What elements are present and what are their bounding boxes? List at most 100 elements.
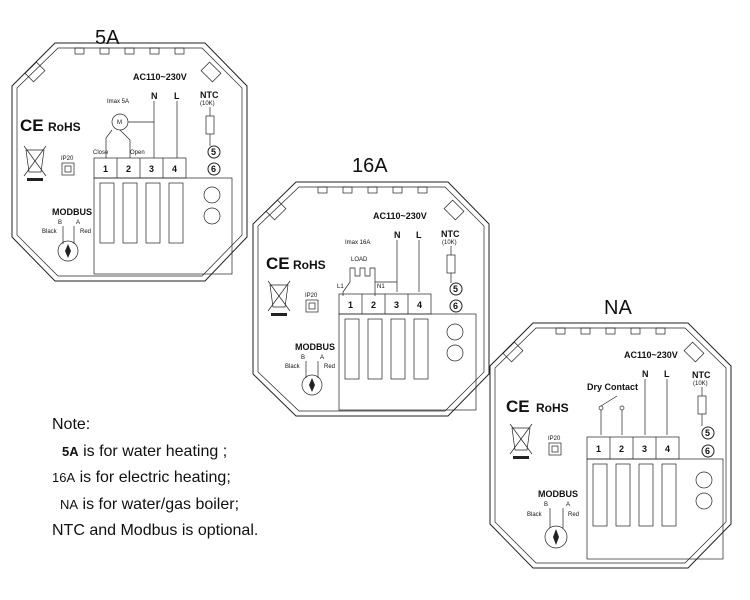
load-heater-icon	[349, 267, 376, 282]
svg-text:1: 1	[348, 300, 353, 310]
svg-text:6: 6	[453, 301, 458, 311]
ce-mark: CE	[266, 254, 290, 273]
ce-mark: CE	[506, 397, 530, 416]
svg-text:A: A	[566, 502, 570, 508]
terminal-housing	[586, 458, 724, 560]
ntc-pin-6	[701, 444, 715, 458]
diagram-title: NA	[604, 297, 632, 319]
svg-text:2: 2	[619, 444, 624, 454]
weee-bin-icon	[23, 145, 47, 181]
power-label: AC110~230V	[624, 350, 678, 360]
black-label: Black	[527, 512, 543, 518]
svg-text:4: 4	[665, 444, 670, 454]
n-label: N	[642, 369, 649, 379]
red-label: Red	[324, 364, 335, 370]
weee-bin-icon	[267, 280, 291, 316]
modbus-label: MODBUS	[295, 342, 335, 352]
ntc-sensor-icon	[205, 115, 215, 135]
ntc-sensor-icon	[697, 395, 707, 415]
device-outline	[11, 42, 248, 282]
modbus-connector-icon	[57, 240, 79, 262]
svg-text:B: B	[544, 502, 548, 508]
open-label: Open	[130, 150, 145, 156]
weee-bin-icon	[509, 423, 533, 459]
svg-text:A: A	[76, 220, 80, 226]
notes-block: Note: 5A is for water heating ; 16A is f…	[52, 412, 258, 545]
diagram-16a: 16A AC110~230V N L Imax 16A LOAD L1 N1 N…	[252, 155, 490, 417]
imax-label: Imax 5A	[107, 99, 129, 105]
motor-label: M	[117, 120, 122, 126]
svg-text:3: 3	[642, 444, 647, 454]
ip20-box	[548, 442, 562, 456]
svg-text:5: 5	[453, 284, 458, 294]
modbus-label: MODBUS	[538, 489, 578, 499]
ip20-box	[61, 162, 75, 176]
load-label: LOAD	[351, 257, 368, 263]
ip-label: IP20	[548, 436, 561, 442]
ip-label: IP20	[61, 156, 74, 162]
svg-text:3: 3	[149, 164, 154, 174]
note-line-5a: 5A is for water heating ;	[62, 442, 228, 460]
power-label: AC110~230V	[133, 72, 187, 82]
svg-text:1: 1	[103, 164, 108, 174]
svg-text:5: 5	[705, 428, 710, 438]
rohs-mark: RoHS	[536, 401, 569, 415]
svg-text:B: B	[301, 355, 305, 361]
power-label: AC110~230V	[373, 211, 427, 221]
svg-text:5: 5	[211, 147, 216, 157]
svg-text:1: 1	[596, 444, 601, 454]
svg-text:A: A	[320, 355, 324, 361]
l-label: L	[416, 230, 422, 240]
diagram-title: 16A	[352, 155, 388, 177]
ntc-value: (10K)	[200, 101, 215, 107]
ce-mark: CE	[20, 116, 44, 135]
ntc-sensor-icon	[446, 254, 456, 274]
ip20-box	[305, 299, 319, 313]
n1-label: N1	[377, 284, 385, 290]
note-line-na: NA is for water/gas boiler;	[60, 495, 240, 513]
svg-text:4: 4	[172, 164, 177, 174]
ntc-pin-5	[207, 145, 221, 159]
dry-contact-label: Dry Contact	[587, 382, 638, 392]
imax-label: Imax 16A	[345, 240, 370, 246]
rohs-mark: RoHS	[48, 120, 81, 134]
red-label: Red	[568, 512, 579, 518]
ntc-label: NTC	[441, 229, 460, 239]
note-line-16a: 16A is for electric heating;	[52, 469, 231, 486]
modbus-label: MODBUS	[52, 207, 92, 217]
red-label: Red	[80, 229, 91, 235]
svg-text:2: 2	[126, 164, 131, 174]
ntc-pin-6	[449, 299, 463, 313]
svg-text:2: 2	[371, 300, 376, 310]
modbus-connector-icon	[301, 374, 323, 396]
notes-heading: Note:	[52, 416, 91, 433]
ntc-value: (10K)	[442, 240, 457, 246]
ntc-label: NTC	[692, 370, 711, 380]
svg-text:6: 6	[705, 446, 710, 456]
ntc-label: NTC	[200, 90, 219, 100]
dry-contact-switch-icon	[598, 395, 625, 435]
ntc-pin-6	[207, 162, 221, 176]
terminal-housing	[93, 177, 233, 275]
modbus-connector-icon	[544, 525, 568, 549]
close-label: Close	[93, 150, 109, 156]
ntc-pin-5	[701, 426, 715, 440]
ntc-pin-5	[449, 282, 463, 296]
rohs-mark: RoHS	[293, 258, 326, 272]
svg-text:6: 6	[211, 164, 216, 174]
diagram-na: NA AC110~230V N L Dry Contact NTC (10K) …	[489, 297, 732, 569]
note-line-optional: NTC and Modbus is optional.	[52, 522, 259, 539]
l-label: L	[664, 369, 670, 379]
svg-text:B: B	[58, 220, 62, 226]
black-label: Black	[285, 364, 301, 370]
diagram-5a: 5A AC110~230V N L Imax 5A M Close Open N…	[11, 27, 248, 282]
n-label: N	[151, 91, 158, 101]
l-label: L	[174, 91, 180, 101]
device-outline	[489, 322, 732, 569]
n-label: N	[394, 230, 401, 240]
device-outline	[252, 181, 490, 417]
diagram-title: 5A	[95, 27, 120, 49]
terminal-housing	[338, 313, 477, 411]
black-label: Black	[42, 229, 58, 235]
